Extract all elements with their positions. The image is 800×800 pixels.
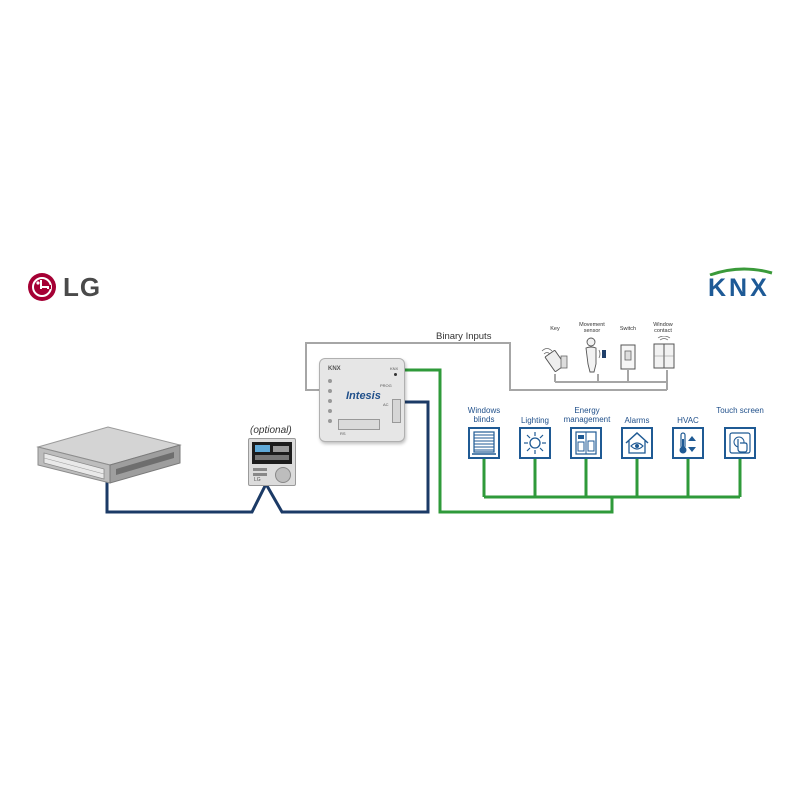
optional-label: (optional) — [250, 425, 292, 436]
knx-wordmark: KNX — [708, 274, 770, 302]
energy-management-icon — [570, 427, 602, 459]
knx-logo: KNX — [706, 266, 776, 302]
knx-device-label-hvac: HVAC — [677, 416, 699, 425]
sensor-label-key: Key — [550, 326, 560, 332]
ducted-indoor-unit — [36, 426, 182, 484]
alarm-eye-icon — [621, 427, 653, 459]
knx-device-label-energy: Energy management — [563, 406, 611, 424]
gateway-rs-port — [338, 419, 380, 430]
binary-inputs-label: Binary Inputs — [436, 331, 492, 342]
touch-screen-icon — [724, 427, 756, 459]
remote-screen — [252, 442, 292, 464]
intesis-gateway: KNX Intesis PROG KNX AC RS — [319, 358, 405, 442]
sensor-label-switch: Switch — [619, 326, 637, 332]
knx-device-label-touch: Touch screen — [716, 406, 764, 415]
knx-device-label-lighting: Lighting — [520, 416, 550, 425]
knx-device-label-alarms: Alarms — [624, 416, 650, 425]
remote-dial-icon — [275, 467, 291, 483]
knx-swoosh-icon — [709, 267, 773, 276]
window-contact-icon — [653, 336, 675, 369]
wired-remote-controller: LG — [248, 438, 296, 486]
gateway-ac-port — [392, 399, 401, 423]
gateway-rs-label: RS — [340, 431, 346, 436]
key-card-icon — [541, 348, 568, 372]
sensor-label-window: Window contact — [653, 322, 673, 334]
lg-face-icon — [28, 273, 56, 301]
movement-sensor-icon — [585, 337, 606, 373]
lighting-icon — [519, 427, 551, 459]
gateway-ac-label: AC — [383, 402, 389, 407]
knx-device-label-blinds: Windows blinds — [467, 406, 501, 424]
lg-logo: LG — [27, 270, 100, 304]
gateway-brand: Intesis — [346, 390, 381, 402]
gateway-prog-label: PROG — [380, 383, 392, 388]
window-blinds-icon — [468, 427, 500, 459]
gateway-knx-mark: KNX — [328, 366, 341, 372]
switch-icon — [620, 344, 636, 370]
gateway-bus-label: KNX — [390, 366, 399, 371]
thermometer-icon — [672, 427, 704, 459]
remote-brand: LG — [254, 477, 261, 483]
knx-bus-wire — [402, 368, 614, 514]
gateway-led — [394, 373, 397, 376]
gateway-terminal-left — [328, 379, 332, 427]
ac-bus-wire — [105, 400, 430, 514]
lg-wordmark: LG — [63, 272, 102, 302]
binary-inputs-wire — [305, 342, 667, 391]
sensor-label-movement: Movement sensor — [579, 322, 605, 334]
